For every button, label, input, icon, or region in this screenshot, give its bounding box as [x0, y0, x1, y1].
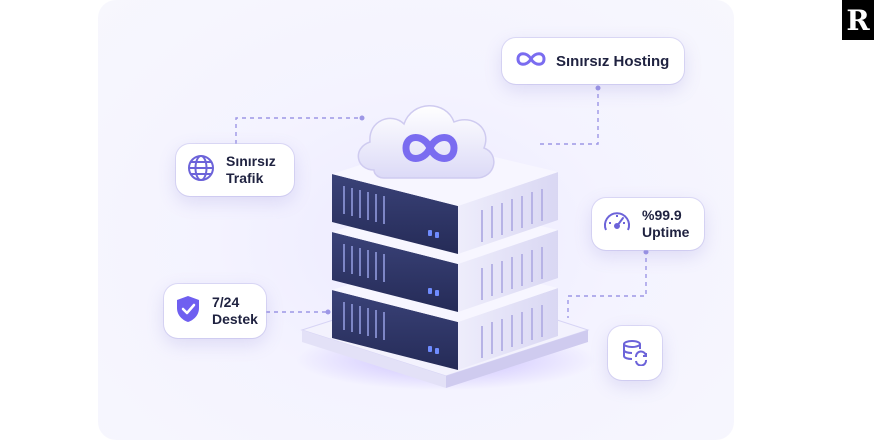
- speedometer-icon: [602, 208, 632, 241]
- database-sync-icon: [620, 336, 650, 371]
- feature-label: %99.9 Uptime: [642, 207, 690, 240]
- shield-check-icon: [174, 294, 202, 329]
- status-led: [428, 230, 432, 236]
- infinity-icon: [514, 50, 548, 73]
- feature-card-uptime: %99.9 Uptime: [592, 198, 704, 250]
- status-led: [435, 232, 439, 238]
- feature-card-unlimited-traffic: Sınırsız Trafik: [176, 144, 294, 196]
- feature-card-support: 7/24 Destek: [164, 284, 266, 338]
- globe-icon: [186, 153, 216, 188]
- feature-label: 7/24 Destek: [212, 294, 258, 327]
- status-led: [428, 346, 432, 352]
- brand-letter: R: [846, 3, 870, 37]
- brand-logo: R: [842, 0, 874, 40]
- feature-card-unlimited-hosting: Sınırsız Hosting: [502, 38, 684, 84]
- cloud-infinity-icon: [357, 105, 495, 179]
- connector-hosting: [540, 86, 599, 145]
- status-led: [435, 290, 439, 296]
- feature-label: Sınırsız Trafik: [226, 153, 276, 186]
- feature-card-database-sync: [608, 326, 662, 380]
- feature-label: Sınırsız Hosting: [556, 52, 670, 70]
- status-led: [435, 348, 439, 354]
- server-stack-illustration: [296, 105, 596, 390]
- status-led: [428, 288, 432, 294]
